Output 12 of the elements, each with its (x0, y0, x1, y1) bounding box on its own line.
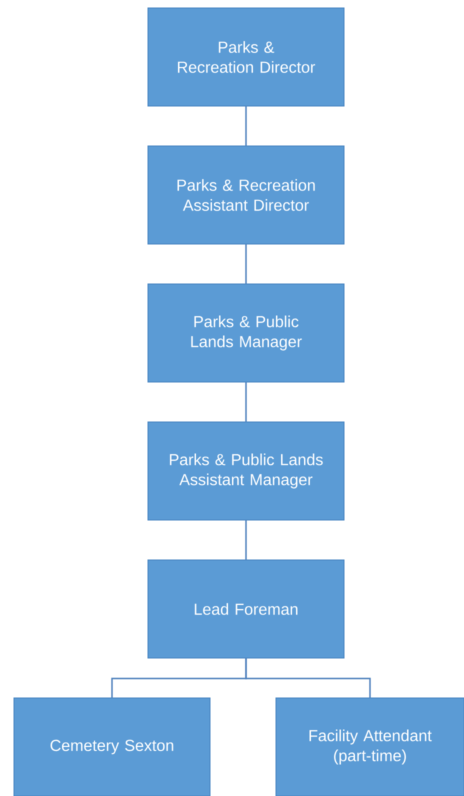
connector-line (245, 382, 247, 422)
connector-line (245, 106, 247, 146)
org-box: Lead Foreman (148, 560, 344, 658)
org-box: Parks & Public Lands Assistant Manager (148, 422, 344, 520)
connector-line (245, 520, 247, 560)
org-box: Parks & Public Lands Manager (148, 284, 344, 382)
org-box: Parks & Recreation Director (148, 8, 344, 106)
connector-line (245, 658, 371, 698)
org-box: Cemetery Sexton (14, 698, 210, 796)
org-box: Parks & Recreation Assistant Director (148, 146, 344, 244)
org-box: Facility Attendant (part-time) (276, 698, 464, 796)
connector-line (245, 244, 247, 284)
